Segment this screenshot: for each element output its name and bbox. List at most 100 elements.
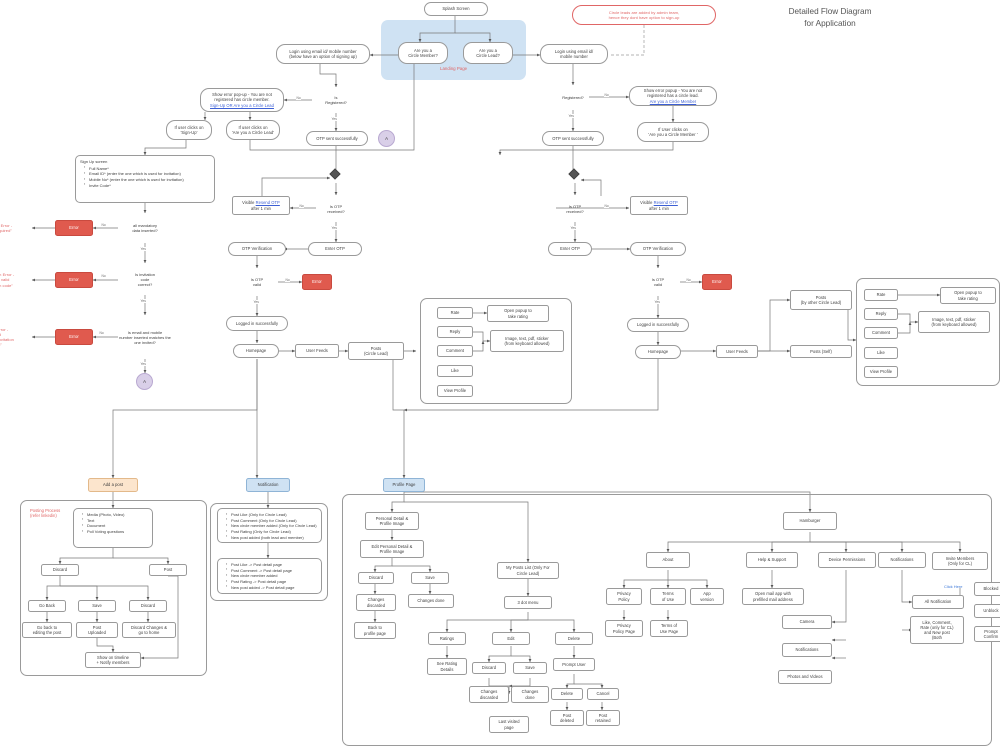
resend-otp-link-right[interactable]: Resend OTP: [653, 200, 678, 206]
connector-a-mid: A: [378, 130, 395, 147]
node-device-permissions[interactable]: Device Permissions: [818, 552, 876, 568]
node-comment-left[interactable]: Comment: [437, 345, 473, 357]
posting-process-label: Posting Process (refer linkedin): [30, 508, 61, 519]
node-help-support[interactable]: Help & Support: [746, 552, 798, 568]
node-user-feeds-left[interactable]: User Feeds: [295, 344, 339, 358]
node-save-edit[interactable]: Save: [513, 662, 547, 674]
node-splash-screen[interactable]: Splash Screen: [424, 2, 488, 16]
node-save-post[interactable]: Save: [78, 600, 116, 612]
node-notifications-permission[interactable]: Notifications: [782, 643, 832, 657]
node-posts-circle-lead[interactable]: Posts (Circle Lead): [348, 342, 404, 360]
node-delete-post[interactable]: Delete: [555, 632, 593, 645]
node-my-posts-list[interactable]: My Posts List (Only For Circle Lead): [497, 562, 559, 579]
validation-mail-sent: Validation Error - "Email id mismatch, n…: [0, 326, 14, 347]
edge-label-no-registered-left: No: [296, 96, 302, 100]
node-edit-post[interactable]: Edit: [492, 632, 530, 645]
notif-item: Post Rating (Only for Circle Lead): [226, 529, 318, 535]
node-are-you-circle-lead[interactable]: Are you a Circle Lead?: [463, 42, 513, 64]
node-notification[interactable]: Notification: [246, 478, 290, 492]
validation-field-required: Validation Error - "Field Required": [0, 222, 13, 233]
node-privacy-policy[interactable]: Privacy Policy: [606, 588, 642, 605]
decision-all-mandatory-data[interactable]: all mandatory data inserted?: [132, 223, 158, 233]
node-posts-other-circle-lead[interactable]: Posts (by other Circle Lead): [790, 290, 852, 310]
node-about[interactable]: About: [646, 552, 690, 568]
node-terms-of-use[interactable]: Terms of Use: [650, 588, 686, 605]
decision-is-otp-received-left[interactable]: Is OTP received?: [327, 203, 345, 214]
notif-item: Post Like (Only for Circle Lead): [226, 512, 318, 518]
node-user-feeds-right[interactable]: User Feeds: [716, 345, 758, 358]
resend-otp-left-line2: after 1 min: [251, 205, 271, 211]
node-ratings[interactable]: Ratings: [428, 632, 466, 645]
resend-otp-link[interactable]: Resend OTP: [255, 200, 280, 206]
node-like-left[interactable]: Like: [437, 365, 473, 377]
node-enter-otp-right[interactable]: Enter OTP: [548, 242, 592, 256]
node-camera-permission[interactable]: Camera: [782, 615, 832, 629]
landing-page-label: Landing Page: [440, 66, 468, 71]
error-popup-lead-text: Show error popup - You are not registere…: [643, 88, 703, 99]
node-terms-of-use-page: Terms of Use Page: [650, 620, 688, 637]
node-app-version[interactable]: App version: [690, 588, 724, 605]
notif-action-item: Post Comment -> Post detail page: [226, 567, 318, 574]
post-types-box: Media (Photo, Video) Text Document Poll …: [73, 508, 153, 548]
error-popup-member-links[interactable]: Sign-Up OR Are you a Circle Lead: [210, 102, 274, 108]
node-rate-right[interactable]: Rate: [864, 289, 898, 301]
node-all-notification[interactable]: All Notification: [912, 595, 964, 609]
decision-is-otp-valid-left[interactable]: Is OTP valid: [250, 277, 264, 287]
node-photos-videos-permission[interactable]: Photos and Videos: [778, 670, 832, 684]
node-hamburger[interactable]: Hamburger: [783, 512, 837, 530]
node-homepage-right[interactable]: Homepage: [635, 345, 681, 359]
invite-click-here-link[interactable]: Click Here: [944, 584, 963, 589]
node-login-lead[interactable]: Login using email id/ mobile number: [540, 44, 608, 64]
decision-is-registered-left[interactable]: Is Registered?: [325, 95, 347, 105]
error-popup-lead-link[interactable]: Are you a Circle Member: [649, 98, 697, 104]
signup-item: Invite Code*: [84, 182, 211, 189]
notif-action-item: New circle member added: [226, 573, 318, 579]
decision-is-otp-valid-right[interactable]: Is OTP valid: [651, 277, 665, 287]
node-reply-right[interactable]: Reply: [864, 308, 898, 320]
node-login-member[interactable]: Login using email id/ mobile number (bel…: [276, 44, 370, 64]
node-save-profile[interactable]: Save: [411, 572, 449, 584]
node-clicks-signup: If user clicks on 'Sign-Up': [166, 120, 212, 140]
node-invite-members[interactable]: Invite Members (Only for CL): [932, 552, 988, 570]
node-three-dot-menu[interactable]: 3 dot menu: [504, 596, 552, 609]
node-delete-confirm[interactable]: Delete: [551, 688, 583, 700]
decision-is-registered-right[interactable]: Registered?: [562, 95, 584, 100]
node-add-a-post[interactable]: Add a post: [88, 478, 138, 492]
node-discard-post[interactable]: Discard: [129, 600, 167, 612]
node-homepage-left[interactable]: Homepage: [233, 344, 279, 358]
decision-is-otp-received-right[interactable]: Is OTP received?: [566, 203, 584, 214]
node-discard-profile[interactable]: Discard: [358, 572, 394, 584]
node-post-top[interactable]: Post: [149, 564, 187, 576]
node-show-on-timeline: Show on timeline + Notify members: [85, 652, 141, 668]
error-box-invitation: Error: [55, 272, 93, 288]
node-profile-page[interactable]: Profile Page: [383, 478, 425, 492]
edge-label-no-invitation: No: [101, 274, 107, 278]
node-notifications-menu[interactable]: Notifications: [878, 552, 926, 568]
decision-email-mobile-match[interactable]: Is email and mobile number inserted matc…: [119, 329, 171, 345]
node-blocked[interactable]: Blocked: [974, 582, 1000, 596]
node-go-back[interactable]: Go Back: [28, 600, 66, 612]
node-comment-right[interactable]: Comment: [864, 327, 898, 339]
node-open-popup-rating-right: Open popup to take rating: [940, 287, 996, 304]
node-cancel-confirm[interactable]: Cancel: [587, 688, 619, 700]
signup-screen-box: Sign Up screen Full Name* Email ID* (ent…: [75, 155, 215, 203]
node-view-profile-right[interactable]: View Profile: [864, 366, 898, 378]
node-posts-self[interactable]: Posts (Self): [790, 345, 852, 358]
node-unblock[interactable]: Unblock: [974, 604, 1000, 618]
node-reply-left[interactable]: Reply: [437, 326, 473, 338]
error-box-mandatory: Error: [55, 220, 93, 236]
node-like-right[interactable]: Like: [864, 347, 898, 359]
node-view-profile-left[interactable]: View Profile: [437, 385, 473, 397]
edge-label-no-email-mobile: No: [99, 331, 105, 335]
node-are-you-circle-member[interactable]: Are you a Circle Member?: [398, 42, 448, 64]
decision-invitation-code[interactable]: Is invitation code correct?: [134, 271, 155, 287]
node-rate-left[interactable]: Rate: [437, 307, 473, 319]
node-personal-detail[interactable]: Personal Detail & Profile Image: [365, 512, 419, 530]
node-enter-otp-left[interactable]: Enter OTP: [308, 242, 362, 256]
node-discard-edit[interactable]: Discard: [472, 662, 506, 674]
node-edit-personal-detail[interactable]: Edit Personal Detail & Profile Image: [360, 540, 424, 558]
node-discard-post-top[interactable]: Discard: [41, 564, 79, 576]
node-like-comment-rate: Like, Comment, Rate (only for CL) and Ne…: [910, 616, 964, 644]
node-post-deleted: Post deleted: [550, 710, 584, 726]
